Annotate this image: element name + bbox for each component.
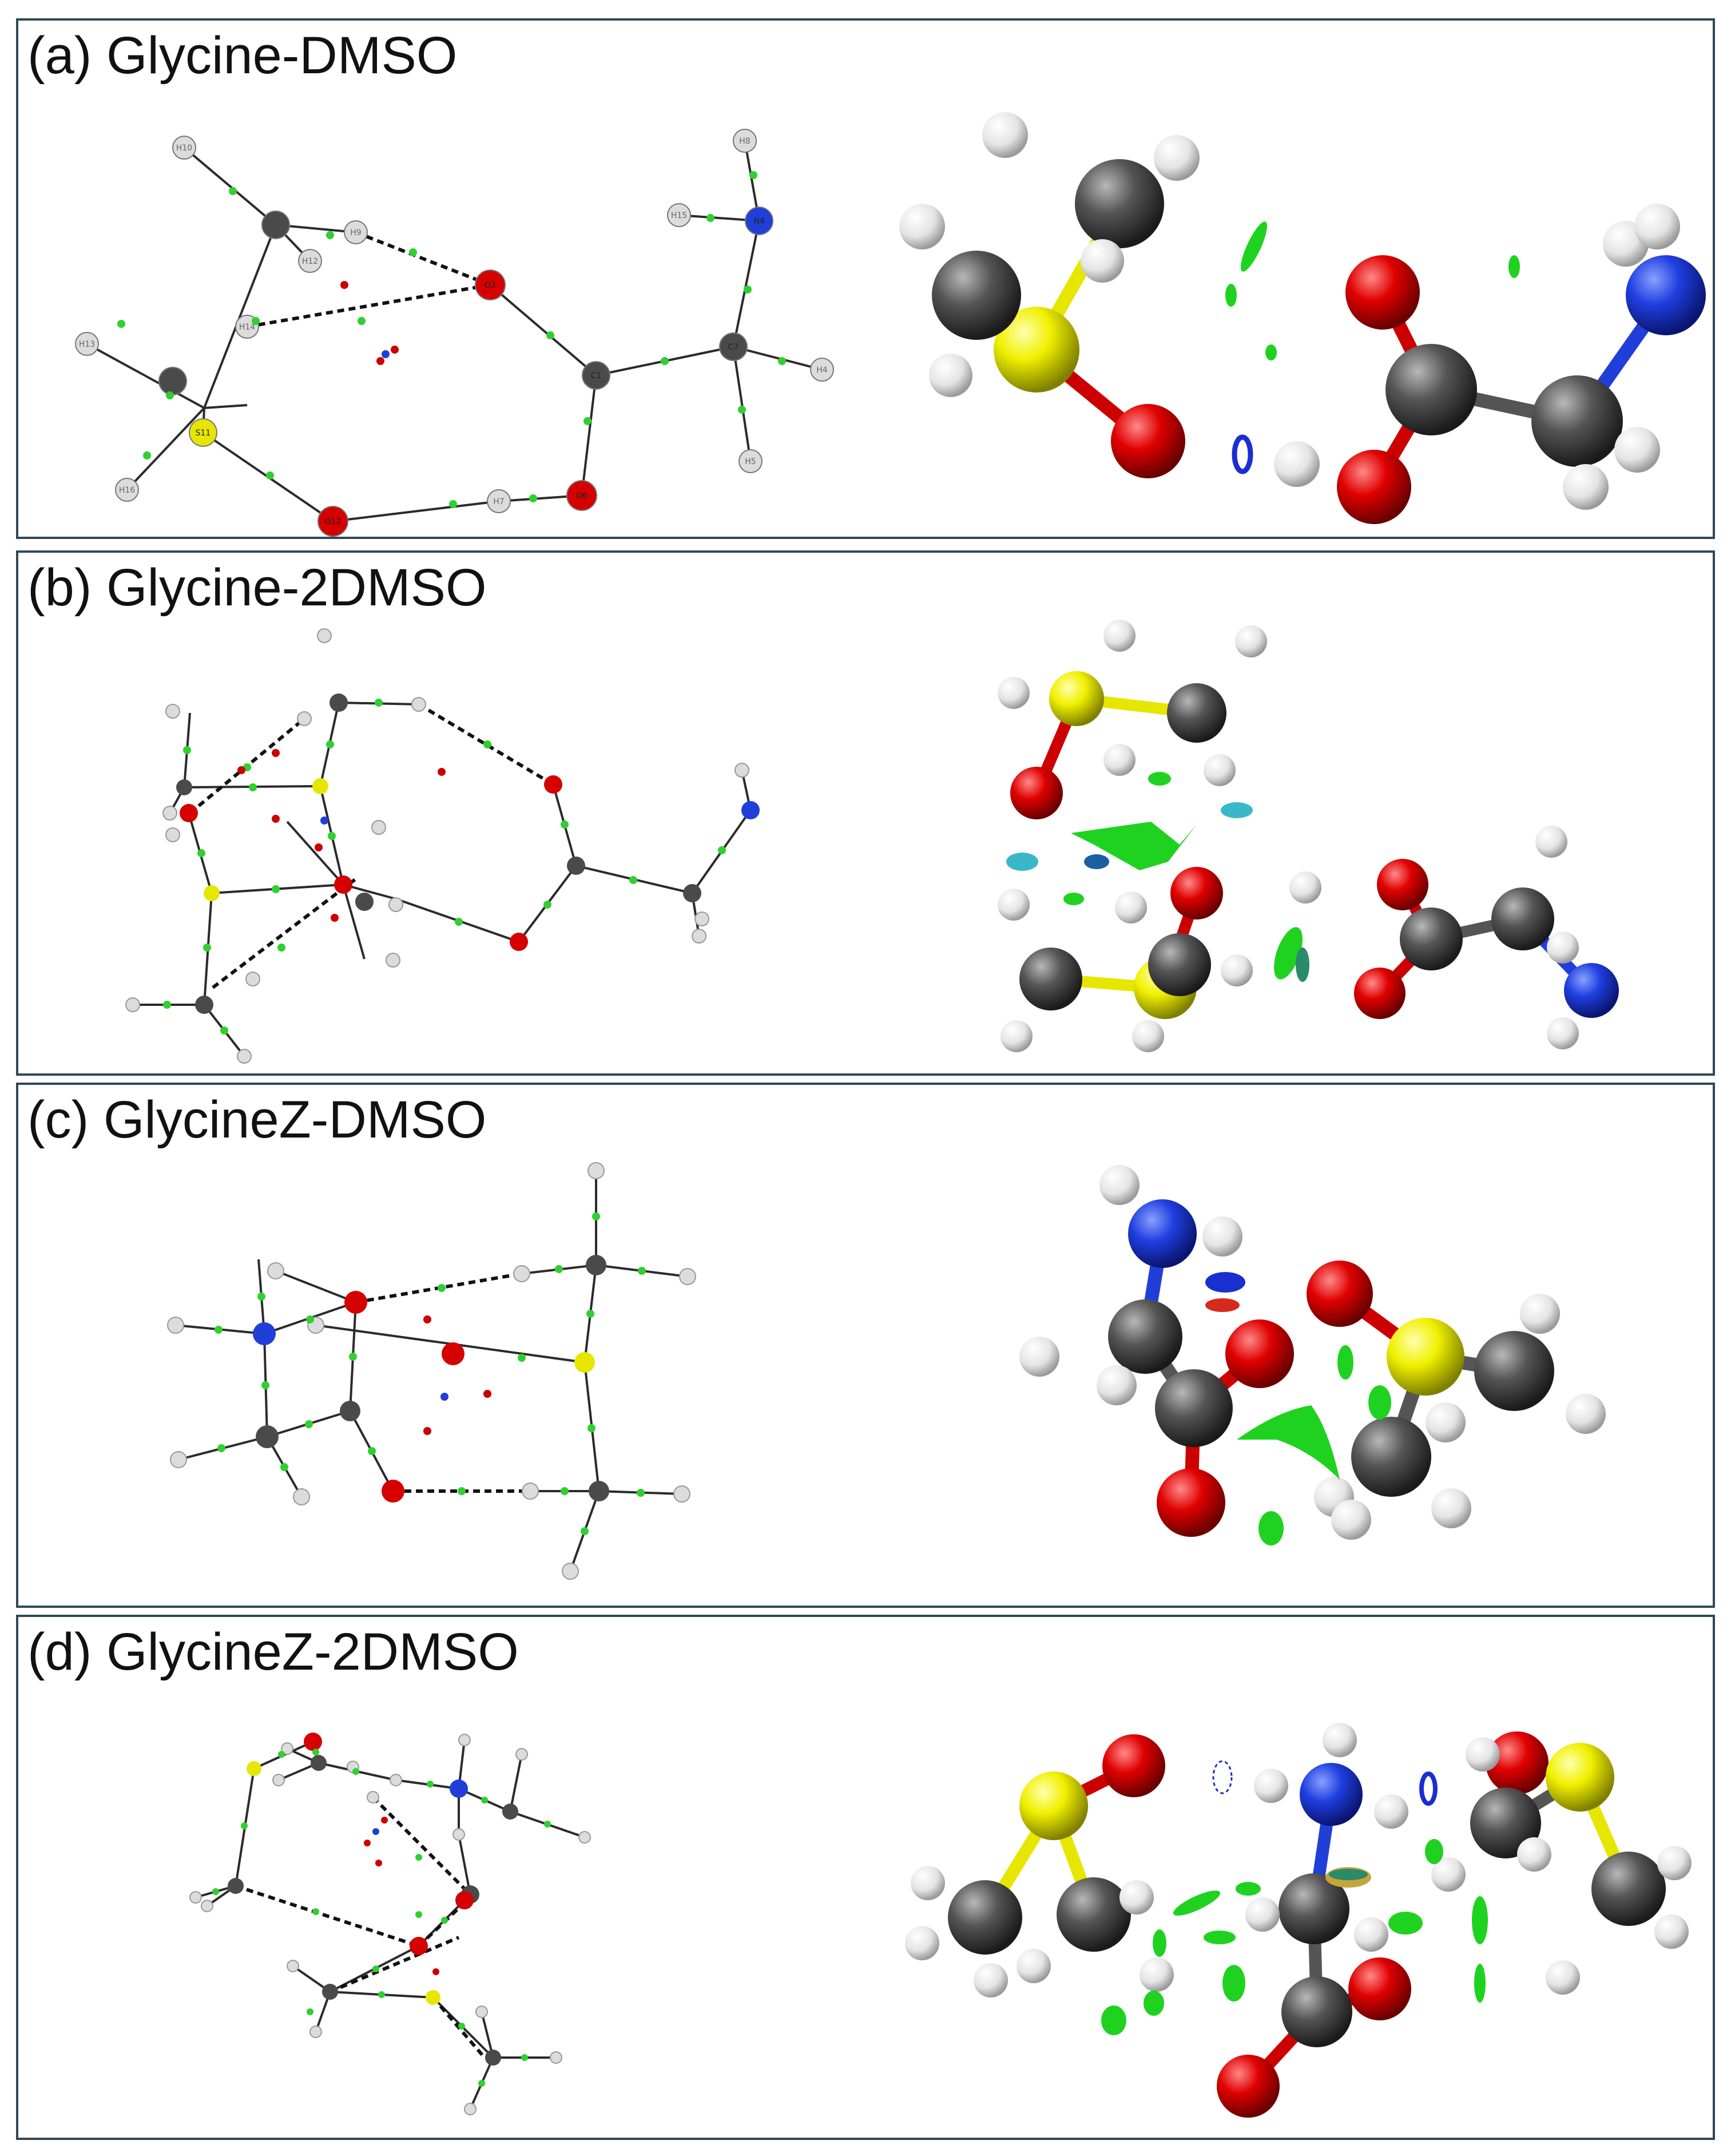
atom-label: H8 [739, 137, 750, 146]
panel-b-title: (b) Glycine-2DMSO [27, 558, 487, 617]
panel-c-title: (c) GlycineZ-DMSO [27, 1091, 487, 1149]
graph-bonds [175, 1171, 688, 1572]
atom-h [739, 449, 763, 473]
graph-hbonds [235, 1796, 486, 2059]
graph-critical-points [212, 1749, 551, 2087]
panel-b-graphics [125, 620, 1619, 1064]
panel-d-title: (d) GlycineZ-2DMSO [27, 1623, 519, 1681]
atom-h [115, 478, 139, 502]
atom-label: H14 [239, 323, 255, 332]
atom-c [582, 361, 610, 390]
graph-critical-points [163, 699, 726, 1035]
atom-label: S11 [196, 429, 211, 438]
graph-hbonds [247, 231, 491, 328]
nci-molecule-c [1019, 1165, 1606, 1545]
atom-h [344, 220, 368, 244]
atom-c [261, 211, 290, 239]
graph-atoms [167, 1162, 696, 1580]
panel-b: (b) Glycine-2DMSO [16, 550, 1715, 1076]
atom-o [475, 270, 506, 300]
atom-label: H7 [493, 497, 504, 506]
atom-label: H4 [816, 366, 828, 375]
panel-d-graphics [189, 1723, 1692, 2118]
atom-o [317, 506, 348, 537]
panel-d: (d) GlycineZ-2DMSO [16, 1615, 1715, 2140]
panel-c: (c) GlycineZ-DMSO [16, 1083, 1715, 1608]
atom-label: N4 [753, 217, 764, 226]
atom-h [75, 332, 99, 356]
atom-label: H5 [745, 457, 756, 466]
atom-label: H15 [671, 211, 687, 220]
atom-label: H16 [119, 486, 135, 495]
atom-h [298, 249, 322, 273]
atom-h [810, 358, 834, 382]
graph-critical-points [215, 1212, 646, 1535]
nci-molecule-a [899, 112, 1706, 524]
atom-o [566, 480, 597, 511]
graph-bonds [86, 140, 823, 522]
graph-bonds [195, 1739, 585, 2110]
graph-hbonds [355, 1272, 530, 1493]
graph-bonds [133, 702, 752, 1057]
atom-label: H10 [176, 144, 192, 153]
graph-atoms [125, 628, 760, 1064]
atom-h [733, 129, 757, 153]
atom-label: H13 [79, 340, 95, 349]
atom-s [189, 418, 217, 447]
atom-label: O6 [576, 492, 587, 501]
atom-h [667, 203, 691, 227]
atom-n [745, 207, 773, 235]
graph-hbonds [189, 703, 554, 989]
panel-a-title: (a) Glycine-DMSO [27, 26, 458, 85]
graph-atoms [189, 1733, 591, 2115]
atom-label: C7 [728, 343, 739, 352]
nci-molecule-b [998, 620, 1619, 1052]
atom-label: C1 [591, 371, 602, 381]
atom-h [172, 136, 196, 160]
atom-c [719, 332, 748, 361]
nci-molecule-d [905, 1723, 1692, 2118]
atom-label: O2 [485, 281, 496, 290]
atom-label: H12 [302, 257, 318, 266]
panel-c-graphics [167, 1162, 1606, 1580]
atom-label: O12 [325, 517, 342, 526]
atom-h [487, 489, 511, 513]
atom-c [158, 367, 187, 395]
atom-label: H9 [350, 228, 361, 237]
graph-critical-points [117, 171, 786, 508]
